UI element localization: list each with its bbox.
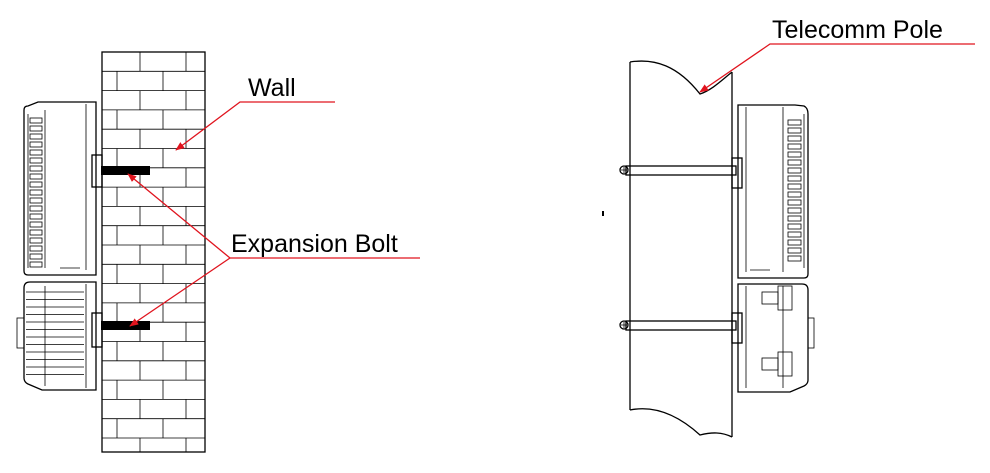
telecomm-pole-leader xyxy=(699,43,975,93)
cooling-fin xyxy=(29,245,43,252)
pole-clamp-lower xyxy=(619,320,737,331)
wall-mounted-enclosure xyxy=(16,101,103,391)
cooling-fin xyxy=(787,167,802,174)
wall-label: Wall xyxy=(248,74,296,102)
cooling-fin xyxy=(787,159,802,166)
cooling-fin xyxy=(29,221,43,228)
telecomm-pole-label: Telecomm Pole xyxy=(772,16,943,44)
cooling-fin xyxy=(787,239,802,246)
cooling-fin xyxy=(787,143,802,150)
cooling-fin xyxy=(29,117,43,124)
expansion-bolt-leader xyxy=(127,173,420,327)
latch xyxy=(761,357,779,371)
cooling-fin xyxy=(29,189,43,196)
cooling-fin xyxy=(787,175,802,182)
cooling-fin xyxy=(787,127,802,134)
cooling-fin xyxy=(29,125,43,132)
cooling-fin xyxy=(787,119,802,126)
cooling-fin xyxy=(787,247,802,254)
cooling-fin xyxy=(29,157,43,164)
cooling-fin xyxy=(787,199,802,206)
cooling-fin xyxy=(787,151,802,158)
expansion-bolt-lower xyxy=(101,321,150,330)
stray-mark xyxy=(602,211,604,216)
expansion-bolt-label: Expansion Bolt xyxy=(231,230,398,258)
telecomm-pole xyxy=(629,60,733,438)
wall-leader xyxy=(175,101,335,151)
expansion-bolt-upper xyxy=(101,166,150,175)
cooling-fin xyxy=(29,173,43,180)
cooling-fin xyxy=(29,133,43,140)
cooling-fin xyxy=(29,205,43,212)
cooling-fin xyxy=(29,165,43,172)
pole-mounted-enclosure xyxy=(731,104,815,393)
cooling-fin xyxy=(787,191,802,198)
latch xyxy=(777,285,793,311)
cooling-fin xyxy=(787,255,802,262)
cooling-fin xyxy=(29,229,43,236)
cooling-fin xyxy=(787,183,802,190)
cooling-fin xyxy=(29,149,43,156)
cooling-fin xyxy=(29,141,43,148)
cooling-fin xyxy=(29,237,43,244)
latch xyxy=(777,351,793,377)
cooling-fin xyxy=(787,207,802,214)
cooling-fin xyxy=(787,223,802,230)
cooling-fin xyxy=(787,231,802,238)
cooling-fin xyxy=(787,135,802,142)
cooling-fin xyxy=(29,197,43,204)
latch xyxy=(761,291,779,305)
cooling-fin xyxy=(29,253,43,260)
brick-wall xyxy=(101,51,206,453)
cooling-fin xyxy=(29,213,43,220)
cooling-fin xyxy=(29,261,43,268)
cooling-fin xyxy=(29,181,43,188)
pole-clamp-upper xyxy=(619,165,737,176)
cooling-fin xyxy=(787,215,802,222)
